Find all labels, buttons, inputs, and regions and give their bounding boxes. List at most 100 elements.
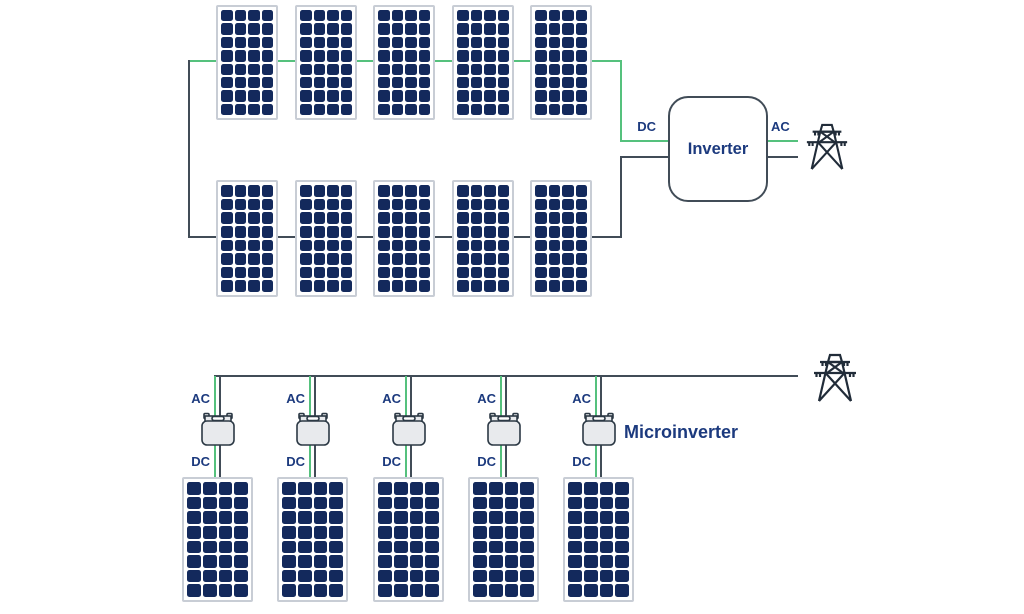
panel-cell [418,63,430,75]
panel-cell [261,23,273,35]
panel-cell [248,280,260,292]
panel-cell [248,266,260,279]
panel-cell [520,540,534,554]
panel-cell [535,10,547,22]
panel-cell [548,266,560,279]
panel-cell [248,225,260,238]
panel-cell [248,36,260,49]
panel-cell [234,569,248,583]
panel-cell [329,584,343,597]
panel-cell [329,540,343,554]
panel-cell [484,198,496,211]
panel-cell [562,10,574,22]
panel-cell [535,198,547,211]
panel-cell [378,10,390,22]
unit-ac-label: AC [477,391,496,406]
panel-cell [473,511,487,524]
panel-cell [329,482,343,495]
panel-cell [583,482,598,495]
panel-cell [218,482,233,495]
panel-cell [391,253,403,265]
panel-cell [300,280,312,292]
panel-cell [313,253,325,265]
panel-cell [425,496,439,510]
panel-cell [575,63,587,75]
panel-cell [393,555,408,568]
panel-cell [615,540,629,554]
panel-cell [405,185,417,197]
panel-cell [497,239,509,252]
panel-cell [340,198,352,211]
panel-cell [187,555,201,568]
panel-cell [409,525,424,539]
panel-cell [599,584,614,597]
panel-cell [535,225,547,238]
panel-cell [313,50,325,62]
panel-cell [473,496,487,510]
microinverter-icon [487,412,521,446]
panel-cell [340,23,352,35]
panel-cell [329,569,343,583]
solar-panel [563,477,634,602]
panel-cell [548,212,560,224]
panel-cell [234,103,246,115]
panel-cell [457,185,469,197]
panel-cell [520,584,534,597]
panel-cell [297,525,312,539]
panel-cell [393,482,408,495]
panel-cell [297,555,312,568]
panel-cell [202,511,217,524]
panel-cell [575,266,587,279]
panel-cell [520,569,534,583]
panel-cell [470,23,482,35]
panel-cell [391,63,403,75]
panel-cell [470,10,482,22]
panel-cell [300,23,312,35]
panel-cell [562,198,574,211]
panel-cell [393,525,408,539]
panel-cell [313,198,325,211]
panel-cell [234,511,248,524]
panel-cell [548,225,560,238]
panel-cell [425,511,439,524]
inverter-box: Inverter [668,96,768,202]
panel-cell [378,525,392,539]
panel-cell [393,496,408,510]
panel-cell [391,280,403,292]
panel-cell [418,185,430,197]
panel-cell [221,198,233,211]
panel-cell [300,90,312,102]
panel-cell [473,482,487,495]
panel-cell [202,569,217,583]
panel-cell [548,253,560,265]
panel-cell [484,280,496,292]
panel-cell [340,212,352,224]
panel-cell [409,496,424,510]
panel-cell [313,212,325,224]
panel-cell [568,482,582,495]
panel-cell [202,555,217,568]
panel-cell [583,525,598,539]
panel-cell [535,63,547,75]
panel-cell [340,253,352,265]
panel-cell [568,555,582,568]
panel-cell [340,63,352,75]
panel-cell [313,10,325,22]
panel-cell [535,36,547,49]
panel-cell [234,496,248,510]
panel-cell [409,540,424,554]
panel-cell [221,225,233,238]
panel-cell [470,36,482,49]
panel-cell [248,198,260,211]
panel-cell [425,482,439,495]
panel-cell [497,198,509,211]
panel-cell [313,90,325,102]
panel-cell [393,511,408,524]
panel-cell [405,63,417,75]
panel-cell [535,90,547,102]
panel-cell [575,36,587,49]
panel-cell [327,198,339,211]
panel-cell [261,198,273,211]
panel-cell [405,225,417,238]
